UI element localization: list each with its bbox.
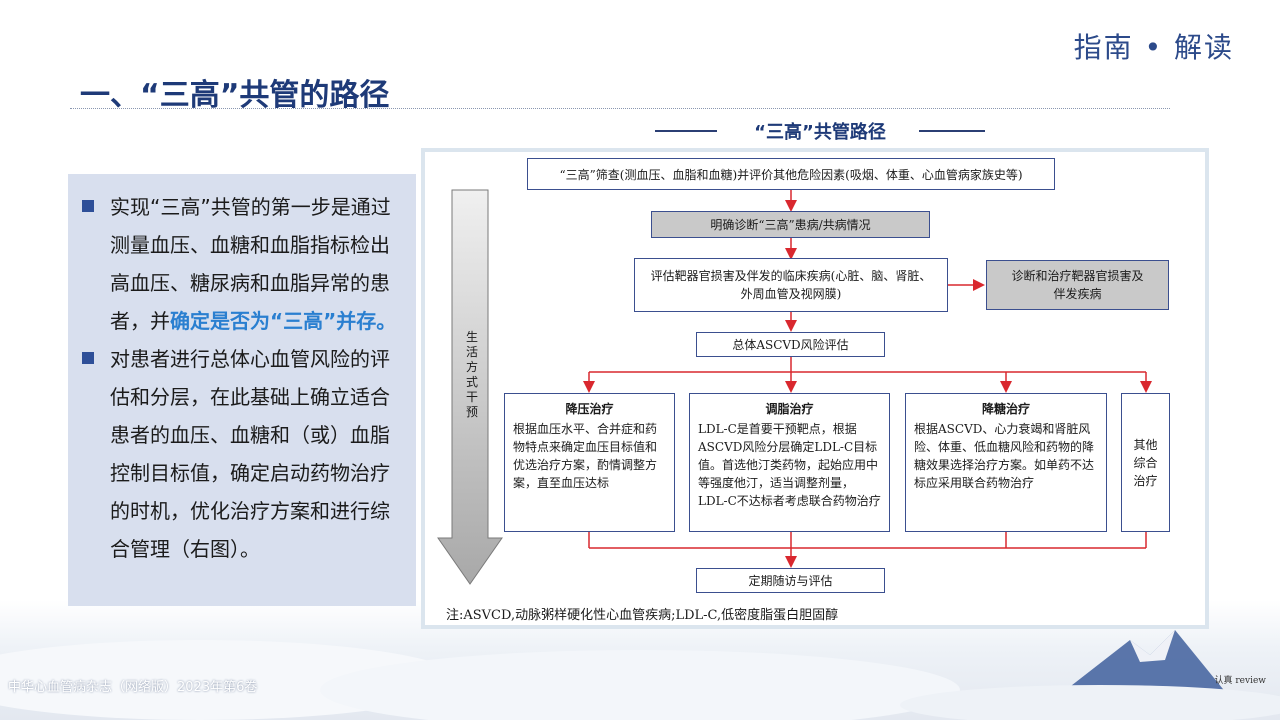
bullet-text: 实现“三高”共管的第一步是通过测量血压、血糖和血脂指标检出高血压、糖尿病和血脂异…: [110, 195, 391, 333]
ascvd-box: 总体ASCVD风险评估: [696, 332, 885, 357]
figure-title: “三高”共管路径: [655, 118, 985, 144]
title-line-right: [919, 130, 985, 132]
bullet-highlight: 确定是否为“三高”并存。: [170, 309, 397, 333]
other-treatment-box: 其他综合治疗: [1121, 393, 1170, 532]
footer-source: 中华心血管病杂志（网络版）2023年第6卷: [8, 680, 258, 695]
glucose-treatment-text: 根据ASCVD、心力衰竭和肾脏风险、体重、低血糖风险和药物的降糖效果选择治疗方案…: [914, 422, 1095, 490]
page-title: 一、“三高”共管的路径: [80, 78, 390, 113]
lipid-treatment-box: 调脂治疗 LDL-C是首要干预靶点，根据ASCVD风险分层确定LDL-C目标值。…: [689, 393, 890, 532]
title-divider: [70, 108, 1170, 109]
bullet-panel: 实现“三高”共管的第一步是通过测量血压、血糖和血脂指标检出高血压、糖尿病和血脂异…: [68, 174, 416, 606]
glucose-treatment-title: 降糖治疗: [981, 402, 1030, 416]
square-bullet-icon: [82, 200, 94, 212]
bullet-item: 对患者进行总体心血管风险的评估和分层，在此基础上确立适合患者的血压、血糖和（或）…: [82, 340, 402, 568]
diagnosis-box: 明确诊断“三高”患病/共病情况: [651, 211, 930, 238]
bp-treatment-box: 降压治疗 根据血压水平、合并症和药物特点来确定血压目标值和优选治疗方案，酌情调整…: [504, 393, 675, 532]
bp-treatment-text: 根据血压水平、合并症和药物特点来确定血压目标值和优选治疗方案，酌情调整方案，直至…: [513, 422, 658, 490]
lipid-treatment-title: 调脂治疗: [765, 402, 814, 416]
footer-mark: 认真 review: [1214, 676, 1266, 686]
title-line-left: [655, 130, 717, 132]
mountain-icon: [0, 630, 1280, 724]
brand-logo: 指南 • 解读: [1073, 31, 1234, 64]
bullet-text: 对患者进行总体心血管风险的评估和分层，在此基础上确立适合患者的血压、血糖和（或）…: [110, 347, 390, 561]
lipid-treatment-text: LDL-C是首要干预靶点，根据ASCVD风险分层确定LDL-C目标值。首选他汀类…: [698, 422, 881, 508]
screening-box: “三高”筛查(测血压、血脂和血糖)并评价其他危险因素(吸烟、体重、心血管病家族史…: [527, 158, 1055, 190]
figure-title-text: “三高”共管路径: [754, 122, 886, 143]
lifestyle-label: 生活方式干预: [465, 330, 478, 419]
square-bullet-icon: [82, 352, 94, 364]
organ-treat-box: 诊断和治疗靶器官损害及伴发疾病: [986, 260, 1169, 310]
followup-box: 定期随访与评估: [696, 568, 885, 593]
glucose-treatment-box: 降糖治疗 根据ASCVD、心力衰竭和肾脏风险、体重、低血糖风险和药物的降糖效果选…: [905, 393, 1107, 532]
lifestyle-arrow-icon: [437, 189, 503, 585]
bullet-item: 实现“三高”共管的第一步是通过测量血压、血糖和血脂指标检出高血压、糖尿病和血脂异…: [82, 188, 402, 340]
figure-note: 注:ASVCD,动脉粥样硬化性心血管疾病;LDL-C,低密度脂蛋白胆固醇: [446, 608, 839, 623]
bp-treatment-title: 降压治疗: [565, 402, 614, 416]
organ-eval-box: 评估靶器官损害及伴发的临床疾病(心脏、脑、肾脏、外周血管及视网膜): [634, 258, 948, 312]
